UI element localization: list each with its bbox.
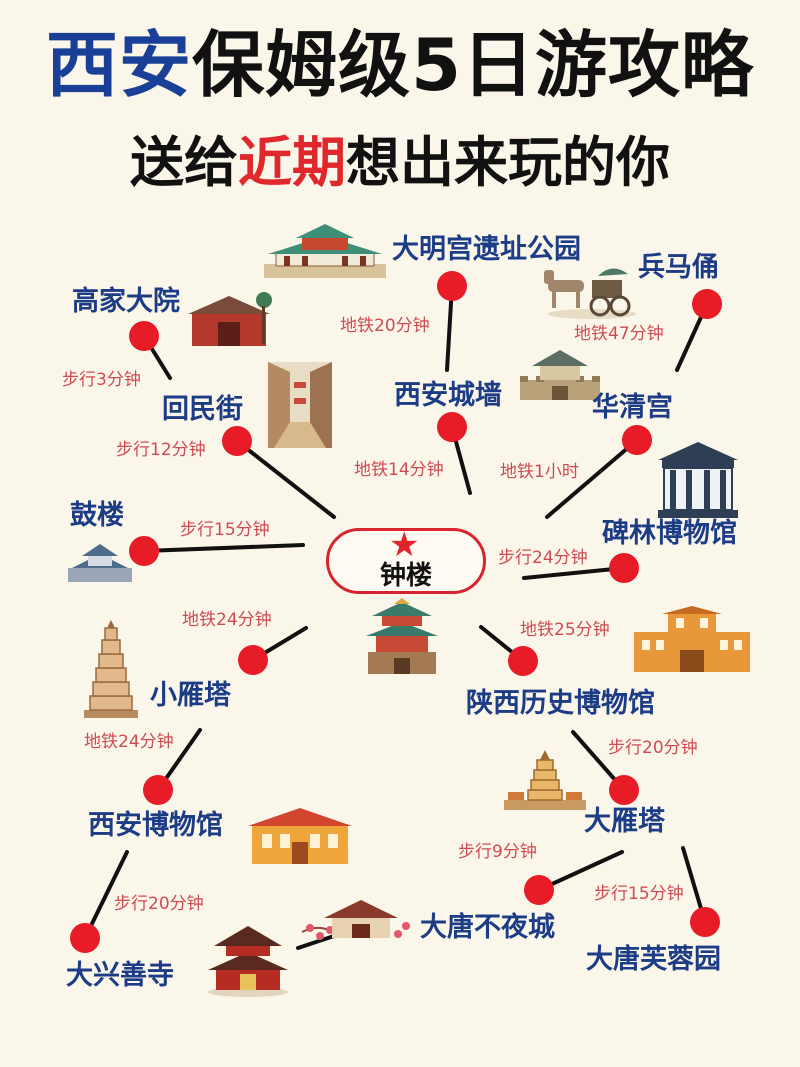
line-dayan-buyecheng (537, 850, 624, 892)
dot-shaanxi[interactable] (508, 646, 538, 676)
place-furongyuan[interactable]: 大唐芙蓉园 (586, 944, 721, 975)
route-huimin-bell: 步行12分钟 (116, 440, 206, 460)
place-daminggong[interactable]: 大明宫遗址公园 (392, 234, 581, 265)
daminggong-illustration (264, 224, 386, 278)
dot-drum[interactable] (129, 536, 159, 566)
place-datang-buyecheng[interactable]: 大唐不夜城 (420, 912, 555, 943)
title-rest: 保姆级5日游攻略 (191, 23, 755, 107)
line-bell-beilin (522, 566, 626, 580)
subtitle-part3: 想出来玩的你 (346, 131, 670, 194)
route-museum-daxing: 步行20分钟 (114, 894, 204, 914)
dot-xiaoyan[interactable] (238, 645, 268, 675)
shaanxi-museum-illustration (634, 606, 750, 672)
subtitle-highlight: 近期 (238, 131, 346, 194)
main-title: 西安保姆级5日游攻略 (0, 20, 800, 110)
dot-dayan[interactable] (609, 775, 639, 805)
route-bell-beilin: 步行24分钟 (498, 548, 588, 568)
route-drum-bell: 步行15分钟 (180, 520, 270, 540)
daxingshansi-illustration (208, 926, 288, 997)
dayanta-illustration (504, 750, 586, 810)
route-dayan-furong: 步行15分钟 (594, 884, 684, 904)
place-shaanxi-museum[interactable]: 陕西历史博物馆 (466, 688, 655, 719)
route-xiaoyan-museum: 地铁24分钟 (84, 732, 174, 752)
xiaoyanta-illustration (84, 620, 138, 718)
dot-wall[interactable] (437, 412, 467, 442)
subtitle: 送给近期想出来玩的你 (0, 128, 800, 198)
xian-museum-illustration (248, 808, 352, 864)
buyecheng-illustration (301, 900, 410, 940)
place-dayanta[interactable]: 大雁塔 (584, 806, 665, 837)
line-huaqing-bell (545, 438, 639, 519)
route-daming-wall: 地铁20分钟 (340, 316, 430, 336)
bell-tower-label: 钟楼 (379, 561, 432, 591)
place-bingmayong[interactable]: 兵马俑 (638, 252, 719, 283)
place-huiminjie[interactable]: 回民街 (162, 394, 243, 425)
place-beilin[interactable]: 碑林博物馆 (602, 518, 737, 549)
line-museum-daxing (83, 850, 129, 940)
dot-beilin[interactable] (609, 553, 639, 583)
route-gao-huimin: 步行3分钟 (62, 370, 141, 390)
dot-terracotta[interactable] (692, 289, 722, 319)
dot-huimin[interactable] (222, 426, 252, 456)
line-drum-bell (142, 543, 305, 553)
place-gulou[interactable]: 鼓楼 (70, 500, 124, 531)
place-xiaoyanta[interactable]: 小雁塔 (150, 680, 231, 711)
dot-buyecheng[interactable] (524, 875, 554, 905)
chengqiang-illustration (520, 350, 600, 400)
dot-daming[interactable] (437, 271, 467, 301)
terracotta-illustration (544, 268, 636, 319)
place-chengqiang[interactable]: 西安城墙 (394, 380, 502, 411)
star-icon: ★ (389, 525, 420, 565)
subtitle-part1: 送给 (130, 131, 238, 194)
place-gaojiadayuan[interactable]: 高家大院 (72, 286, 180, 317)
bell-tower-node[interactable]: ★ 钟楼 (326, 525, 486, 594)
route-huaqing-bell: 地铁1小时 (500, 462, 579, 482)
route-terracotta-huaqing: 地铁47分钟 (574, 324, 664, 344)
dot-daxing[interactable] (70, 923, 100, 953)
dot-gao[interactable] (129, 321, 159, 351)
place-xian-museum[interactable]: 西安博物馆 (88, 810, 223, 841)
title-city: 西安 (45, 23, 192, 107)
place-huaqinggong[interactable]: 华清宫 (592, 392, 673, 423)
dot-furong[interactable] (690, 907, 720, 937)
route-dayan-buyecheng: 步行9分钟 (458, 842, 537, 862)
huiminjie-illustration (268, 362, 332, 448)
gulou-illustration (68, 544, 132, 582)
beilin-illustration (658, 442, 738, 518)
route-bell-shaanxi: 地铁25分钟 (520, 620, 610, 640)
dot-museum[interactable] (143, 775, 173, 805)
zhonglou-illustration (366, 598, 438, 674)
route-wall-bell: 地铁14分钟 (354, 460, 444, 480)
line-huimin-bell (235, 439, 336, 519)
route-shaanxi-dayan: 步行20分钟 (608, 738, 698, 758)
route-bell-xiaoyan: 地铁24分钟 (182, 610, 272, 630)
gaojiadayuan-illustration (188, 292, 272, 346)
dot-huaqing[interactable] (622, 425, 652, 455)
place-daxingshansi[interactable]: 大兴善寺 (66, 960, 174, 991)
